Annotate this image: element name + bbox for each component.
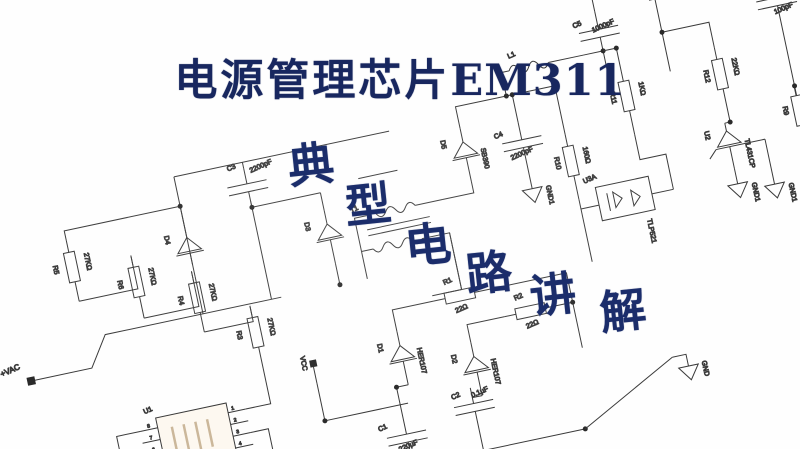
svg-text:R1: R1 bbox=[442, 277, 453, 287]
svg-text:27KΩ: 27KΩ bbox=[82, 252, 93, 271]
svg-text:R10: R10 bbox=[552, 156, 562, 170]
subtitle-char-3: 电 bbox=[402, 215, 454, 275]
svg-text:27KΩ: 27KΩ bbox=[146, 267, 157, 286]
svg-text:D3: D3 bbox=[302, 222, 311, 232]
svg-text:GND1: GND1 bbox=[750, 182, 761, 203]
svg-text:U3A: U3A bbox=[582, 173, 598, 185]
svg-text:160Ω: 160Ω bbox=[581, 146, 591, 164]
svg-text:27KΩ: 27KΩ bbox=[265, 318, 276, 337]
svg-text:1KΩ: 1KΩ bbox=[636, 81, 646, 96]
svg-text:T1: T1 bbox=[349, 205, 359, 215]
svg-text:VCC: VCC bbox=[298, 356, 308, 372]
svg-text:1: 1 bbox=[231, 405, 235, 411]
subtitle-char-2: 型 bbox=[342, 175, 394, 235]
svg-text:6: 6 bbox=[152, 447, 156, 449]
subtitle-char-4: 路 bbox=[463, 243, 515, 303]
svg-text:C2: C2 bbox=[450, 392, 461, 402]
svg-text:L1: L1 bbox=[507, 51, 517, 61]
svg-text:R9: R9 bbox=[781, 106, 790, 116]
svg-text:R12: R12 bbox=[701, 69, 711, 83]
svg-text:3: 3 bbox=[236, 429, 240, 435]
svg-text:R6: R6 bbox=[115, 280, 124, 290]
subtitle-char-5: 讲 bbox=[527, 265, 579, 325]
svg-text:HER107: HER107 bbox=[489, 358, 501, 385]
svg-text:2: 2 bbox=[233, 417, 237, 423]
page-title-chinese: 电源管理芯片 bbox=[174, 56, 451, 106]
svg-text:22Ω: 22Ω bbox=[454, 303, 469, 315]
svg-text:C4: C4 bbox=[493, 131, 504, 141]
svg-text:R3: R3 bbox=[234, 330, 243, 340]
svg-text:C5: C5 bbox=[572, 20, 583, 30]
svg-text:GND: GND bbox=[700, 360, 710, 377]
svg-text:GND1: GND1 bbox=[787, 182, 798, 203]
page-title: 电源管理芯片EM311 bbox=[0, 46, 800, 108]
svg-text:C3: C3 bbox=[226, 163, 237, 173]
svg-text:R2: R2 bbox=[513, 292, 524, 302]
subtitle-char-1: 典 bbox=[285, 135, 337, 195]
svg-text:HER107: HER107 bbox=[415, 347, 427, 374]
page-title-latin: EM311 bbox=[450, 56, 626, 106]
svg-text:8: 8 bbox=[147, 423, 151, 429]
svg-text:1000pF: 1000pF bbox=[591, 18, 616, 34]
svg-text:C1: C1 bbox=[377, 423, 388, 433]
svg-text:2200pF: 2200pF bbox=[510, 146, 535, 162]
svg-text:U2: U2 bbox=[702, 131, 711, 141]
svg-text:R11: R11 bbox=[608, 91, 617, 105]
svg-text:4: 4 bbox=[238, 441, 242, 447]
svg-text:D1: D1 bbox=[375, 343, 384, 353]
svg-text:22KΩ: 22KΩ bbox=[729, 57, 740, 76]
svg-text:D4: D4 bbox=[162, 235, 171, 245]
svg-text:D2: D2 bbox=[449, 354, 458, 364]
svg-text:GND1: GND1 bbox=[544, 185, 555, 206]
svg-text:+VAC: +VAC bbox=[0, 362, 22, 379]
svg-text:R5: R5 bbox=[51, 265, 60, 275]
svg-text:U1: U1 bbox=[143, 406, 154, 416]
svg-text:SB390: SB390 bbox=[479, 147, 490, 169]
svg-text:TLP521: TLP521 bbox=[645, 218, 657, 244]
svg-text:D5: D5 bbox=[438, 140, 447, 150]
svg-text:R4: R4 bbox=[176, 296, 185, 306]
svg-text:2200pF: 2200pF bbox=[249, 159, 274, 175]
svg-text:27KΩ: 27KΩ bbox=[207, 283, 218, 302]
svg-text:7: 7 bbox=[149, 435, 153, 441]
subtitle-char-6: 解 bbox=[597, 281, 649, 341]
svg-text:220µF: 220µF bbox=[398, 439, 419, 449]
